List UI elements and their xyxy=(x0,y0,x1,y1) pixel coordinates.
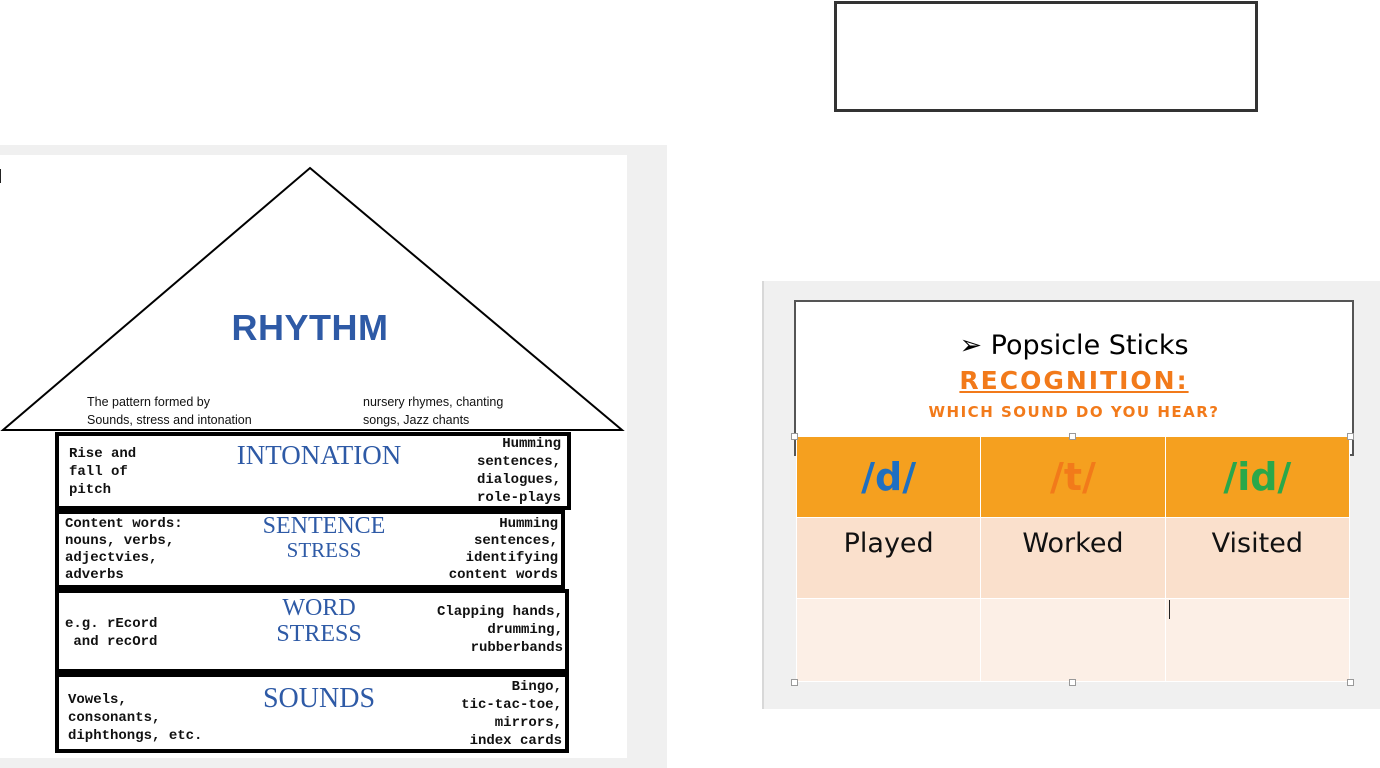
table-cell[interactable]: Played xyxy=(795,517,982,599)
sound-symbol: /d/ xyxy=(861,455,917,499)
text-cursor xyxy=(1169,600,1170,619)
floor-right-text: Humming sentences, identifying content w… xyxy=(448,516,558,583)
roof-left-line-2: Sounds, stress and intonation xyxy=(87,413,252,427)
table-row xyxy=(795,598,1351,682)
sound-symbol: /t/ xyxy=(1050,455,1096,499)
floor-title: WORD STRESS xyxy=(204,595,434,647)
table-cell[interactable]: /d/ xyxy=(795,436,982,518)
table-cell[interactable]: Visited xyxy=(1164,517,1351,599)
empty-text-box[interactable] xyxy=(834,1,1258,112)
floor-title-line: INTONATION xyxy=(236,440,402,470)
example-word: Played xyxy=(843,528,934,559)
table-cell[interactable]: Worked xyxy=(980,517,1166,599)
slide-bullet-line: ➢ Popsicle Sticks xyxy=(796,330,1352,361)
roof-right-line-2: songs, Jazz chants xyxy=(363,413,470,427)
floor-left-text: Rise and fall of pitch xyxy=(69,446,137,498)
table-cell[interactable]: /t/ xyxy=(980,436,1166,518)
floor-title: INTONATION xyxy=(204,440,434,470)
slide-subheading: RECOGNITION: xyxy=(959,366,1189,395)
table-cell[interactable] xyxy=(1164,598,1351,682)
table-cell[interactable] xyxy=(980,598,1166,682)
resize-handle-bottom-right[interactable] xyxy=(1347,679,1354,686)
floor-title: SENTENCE STRESS xyxy=(209,514,439,562)
house-figure-panel: RHYTHM The pattern formed by Sounds, str… xyxy=(0,145,667,768)
floor-left-text: Content words: nouns, verbs, adjectvies,… xyxy=(65,516,183,583)
roof-right-line-1: nursery rhymes, chanting xyxy=(363,395,504,409)
table-header-row: /d/ /t/ /id/ xyxy=(795,436,1351,518)
slide-heading: Popsicle Sticks xyxy=(990,330,1189,361)
floor-sounds: Vowels, consonants, diphthongs, etc. SOU… xyxy=(55,673,569,753)
resize-handle-top-left[interactable] xyxy=(791,433,798,440)
floor-title: SOUNDS xyxy=(204,683,434,714)
roof-left-note: The pattern formed by Sounds, stress and… xyxy=(87,393,252,429)
floor-right-text: Bingo, tic-tac-toe, mirrors, index cards xyxy=(461,679,562,749)
floor-right-text: Clapping hands, drumming, rubberbands xyxy=(436,604,563,656)
resize-handle-bottom-left[interactable] xyxy=(791,679,798,686)
floor-title-line: SENTENCE xyxy=(262,513,386,539)
floor-title-line: STRESS xyxy=(286,538,362,562)
table-cell[interactable]: /id/ xyxy=(1164,436,1351,518)
example-word: Worked xyxy=(1022,528,1124,559)
roof-title: RHYTHM xyxy=(231,307,389,348)
house-figure[interactable]: RHYTHM The pattern formed by Sounds, str… xyxy=(0,155,627,758)
bullet-arrow-icon: ➢ xyxy=(959,330,983,361)
resize-handle-top-middle[interactable] xyxy=(1069,433,1076,440)
floor-title-line: STRESS xyxy=(276,621,362,647)
table-cell[interactable] xyxy=(795,598,982,682)
floor-left-text: Vowels, consonants, diphthongs, etc. xyxy=(68,692,203,744)
floor-title-line: WORD xyxy=(282,595,356,621)
floor-sentence-stress: Content words: nouns, verbs, adjectvies,… xyxy=(55,510,565,589)
text-cursor xyxy=(0,169,1,183)
roof-left-line-1: The pattern formed by xyxy=(87,395,210,409)
resize-handle-top-right[interactable] xyxy=(1347,433,1354,440)
slide-question: WHICH SOUND DO YOU HEAR? xyxy=(928,403,1220,421)
table-row: Played Worked Visited xyxy=(795,517,1351,599)
sound-symbol: /id/ xyxy=(1223,455,1292,499)
example-word: Visited xyxy=(1211,528,1303,559)
slide-title-box[interactable]: ➢ Popsicle Sticks RECOGNITION: WHICH SOU… xyxy=(794,300,1354,456)
resize-handle-bottom-middle[interactable] xyxy=(1069,679,1076,686)
floor-title-line: SOUNDS xyxy=(262,683,376,714)
roof-triangle xyxy=(0,166,625,431)
roof-right-note: nursery rhymes, chanting songs, Jazz cha… xyxy=(363,393,503,429)
sound-table[interactable]: /d/ /t/ /id/ Played Worked Visited xyxy=(795,436,1351,682)
floor-left-text: e.g. rEcord and recOrd xyxy=(65,616,158,650)
floor-intonation: Rise and fall of pitch INTONATION Hummin… xyxy=(55,432,571,510)
floor-right-text: Humming sentences, dialogues, role-plays xyxy=(476,436,561,506)
floor-word-stress: e.g. rEcord and recOrd WORD STRESS Clapp… xyxy=(55,589,569,673)
